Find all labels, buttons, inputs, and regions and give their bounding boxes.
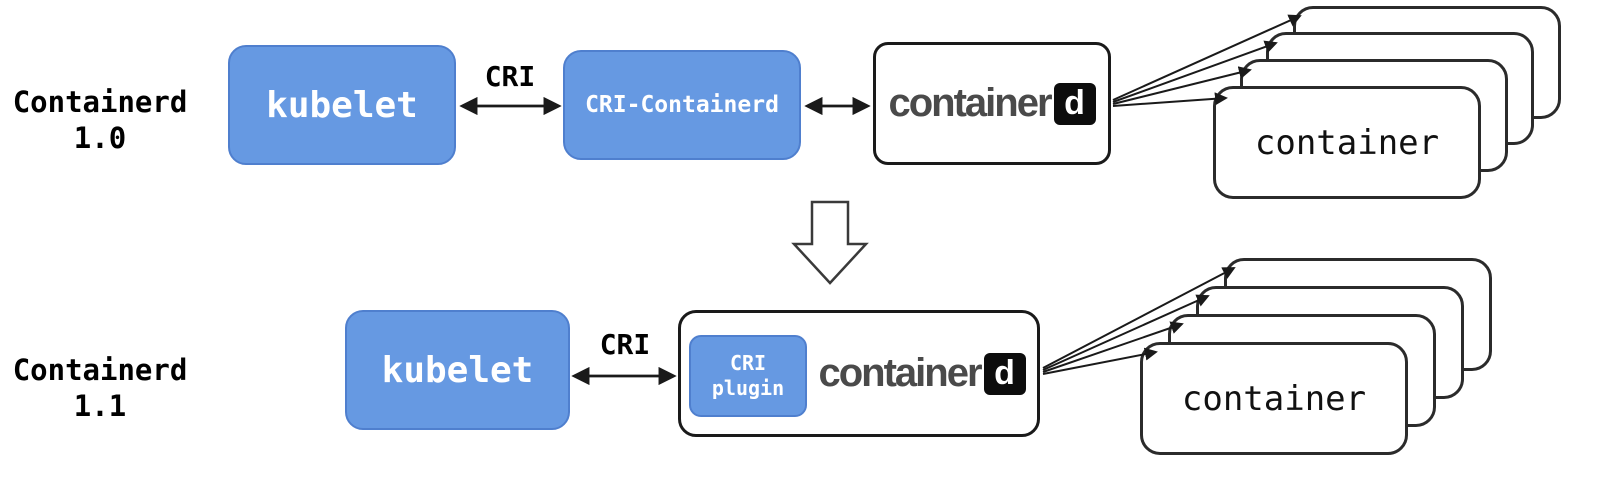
cri-containerd-label: CRI-Containerd bbox=[585, 92, 779, 118]
cri-plugin-box: CRI plugin bbox=[689, 335, 807, 417]
arrow-containerd-to-container-1-0-d bbox=[1112, 92, 1228, 107]
cri-plugin-label-line1: CRI bbox=[729, 351, 767, 375]
kubelet-box-1-1: kubelet bbox=[345, 310, 570, 430]
containerd-logo-d-badge-1-1: d bbox=[983, 352, 1026, 395]
containerd-logo-word-1-0: container bbox=[888, 81, 1052, 125]
kubelet-label-1-1: kubelet bbox=[381, 349, 534, 391]
containerd-logo-d-badge-1-0: d bbox=[1053, 82, 1096, 125]
container-card-label-1-0: container bbox=[1254, 122, 1440, 163]
cri-containerd-box: CRI-Containerd bbox=[563, 50, 801, 160]
down-transition-arrow-icon bbox=[791, 200, 869, 285]
version-label-1-1-line2: 1.1 bbox=[73, 389, 127, 424]
kubelet-label-1-0: kubelet bbox=[266, 84, 418, 126]
version-label-1-0-line1: Containerd bbox=[12, 85, 188, 119]
container-card-label-1-1: container bbox=[1181, 378, 1367, 419]
containerd-box-1-0: container d bbox=[873, 42, 1111, 165]
containerd-logo-word-1-1: container bbox=[818, 351, 982, 395]
cri-plugin-label-line2: plugin bbox=[711, 376, 785, 400]
cri-link-label-1-0: CRI bbox=[484, 60, 536, 93]
kubelet-box-1-0: kubelet bbox=[228, 45, 456, 165]
container-card-1-1-front: container bbox=[1140, 342, 1408, 455]
containerd-logo-1-0: container d bbox=[888, 81, 1096, 126]
version-label-1-0: Containerd 1.0 bbox=[0, 84, 200, 157]
version-label-1-1-line1: Containerd bbox=[12, 353, 188, 387]
containerd-logo-1-1: container d bbox=[818, 351, 1026, 396]
version-label-1-0-line2: 1.0 bbox=[73, 121, 127, 156]
container-card-1-0-front: container bbox=[1213, 86, 1481, 199]
cri-link-label-1-1: CRI bbox=[599, 328, 651, 361]
version-label-1-1: Containerd 1.1 bbox=[0, 352, 200, 425]
containerd-box-1-1: CRI plugin container d bbox=[678, 310, 1040, 437]
